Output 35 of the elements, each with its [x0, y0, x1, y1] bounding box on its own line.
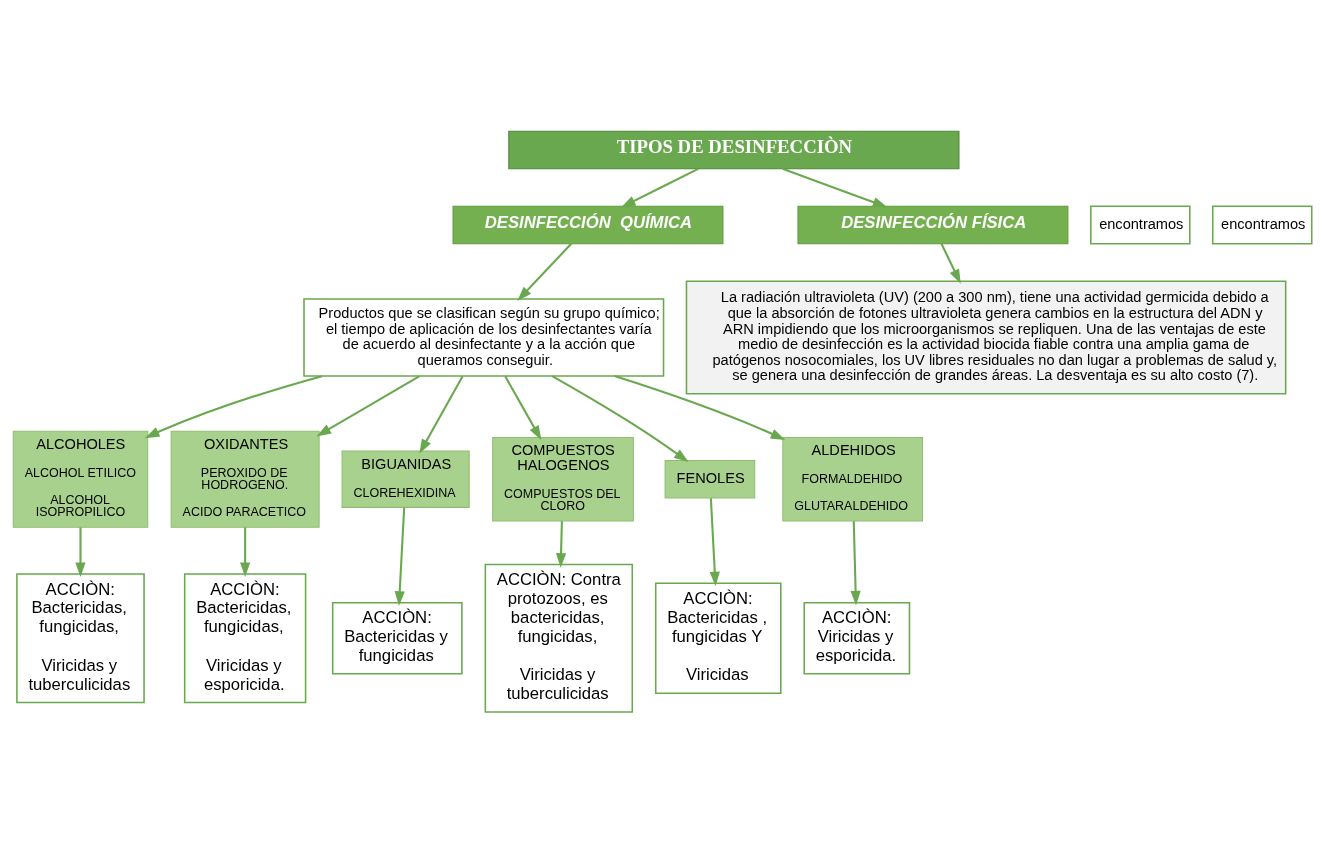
arrow: [551, 375, 689, 463]
node-box: COMPUESTOS HALOGENOS COMPUESTOS DEL CLORO: [492, 437, 634, 522]
node-box: FENOLES: [664, 459, 756, 499]
node-box: ACCIÒN: Bactericidas y fungicidas: [331, 602, 463, 675]
node-box: ALCOHOLES ALCOHOL ETILICO ALCOHOL ISOPROPILICO: [12, 430, 149, 528]
arrow: [621, 167, 699, 208]
node-box: encontramos: [1211, 205, 1313, 245]
node-box: BIGUANIDAS CLOREHEXIDINA: [341, 450, 470, 508]
arrow: [75, 527, 86, 578]
node-box: OXIDANTES PEROXIDO DE HODROGENO. ACIDO PARACETICO: [170, 430, 320, 528]
node-box: La radiación ultravioleta (UV) (200 a 300 nm), tiene una actividad germicida debido a que la absorción de fotones ultravioleta genera cambios en la estructura del ADN y ARN impidiendo que los microorganismos se repliquen. Una de las ventajas de este medio de desinfección es la actividad biocida fiable contra una amplia gama de patógenos nosocomiales, los UV libres residuales no dan lugar a problemas de salud y, se genera una desinfección de grandes áreas. La desventaja es su alto costo (7).: [685, 280, 1287, 395]
arrow: [709, 498, 720, 587]
node-box: ACCIÒN: Contra protozoos, es bactericidas, fungicidas, Viricidas y tuberculicidas: [484, 563, 634, 713]
node-box: encontramos: [1090, 205, 1191, 245]
node-box: DESINFECCIÓN FÍSICA: [797, 205, 1069, 245]
node-box: Productos que se clasifican según su grupo químico; el tiempo de aplicación de los desinfectantes varía de acuerdo al desinfectante y a la acción que queramos conseguir.: [303, 298, 665, 377]
arrow: [517, 243, 572, 301]
arrow: [240, 527, 251, 578]
node-box: ALDEHIDOS FORMALDEHIDO GLUTARALDEHIDO: [782, 437, 924, 522]
node-box: ACCIÒN: Bactericidas , fungicidas Y Viricidas: [654, 582, 782, 694]
arrow: [316, 375, 421, 437]
node-box: TIPOS DE DESINFECCIÒN: [508, 130, 960, 170]
arrow: [614, 375, 786, 441]
arrow: [504, 375, 542, 441]
node-box: ACCIÒN: Viricidas y esporicida.: [803, 602, 911, 675]
node-box: DESINFECCIÓN QUÍMICA: [452, 205, 724, 245]
node-box: ACCIÒN: Bactericidas, fungicidas, Viricidas y tuberculicidas: [16, 573, 145, 704]
arrow: [394, 507, 406, 606]
arrow: [940, 243, 961, 284]
arrow: [850, 521, 861, 606]
arrow: [782, 167, 888, 208]
arrow: [144, 375, 323, 439]
node-box: ACCIÒN: Bactericidas, fungicidas, Viricidas y esporicida.: [183, 573, 307, 704]
arrow: [555, 521, 567, 568]
arrow: [419, 375, 464, 454]
